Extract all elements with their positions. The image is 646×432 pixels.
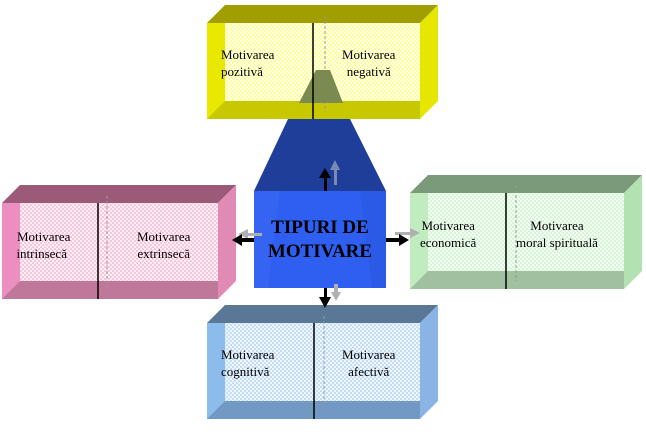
label-line1: Motivarea [421, 218, 475, 233]
box-left-left-inner [2, 203, 20, 299]
label-line1: Motivarea [530, 218, 584, 233]
label-motivarea-moral-spirituala: Motivarea moral spirituală [516, 217, 598, 251]
box-right [410, 175, 642, 289]
arrow-left-shadow-icon [238, 229, 262, 239]
arrow-down-icon [319, 288, 331, 308]
label-line2: extrinsecă [137, 246, 191, 261]
box-bottom-side-face [420, 305, 438, 419]
label-motivarea-intrinseca: Motivarea intrinsecă [13, 228, 70, 262]
label-motivarea-cognitiva: Motivarea cognitivă [221, 346, 274, 380]
arrow-right [386, 228, 420, 246]
arrow-up-shadow-icon [330, 160, 340, 185]
box-bottom [207, 305, 438, 419]
center-title-line1: TIPURI DE [271, 217, 369, 238]
box-top [207, 5, 438, 119]
box-top-shadow [299, 70, 343, 103]
label-line2: cognitivă [221, 364, 270, 379]
arrow-down [319, 284, 341, 308]
label-line1: Motivarea [137, 229, 191, 244]
arrow-right-icon [386, 234, 409, 246]
label-line1: Motivarea [221, 47, 275, 62]
label-line2: intrinsecă [16, 246, 67, 261]
center-shape [254, 119, 386, 288]
box-top-left-inner [207, 23, 225, 119]
arrow-up [319, 160, 340, 191]
box-top-top-face [207, 5, 438, 23]
center-title-line2: MOTIVARE [267, 241, 373, 262]
arrow-right-shadow-icon [395, 228, 420, 238]
center-top-face [254, 119, 386, 191]
arrow-up-icon [319, 168, 331, 191]
box-right-front-face [428, 193, 624, 271]
arrow-left [232, 229, 262, 246]
label-line2: economică [420, 235, 477, 250]
label-motivarea-afectiva: Motivarea afectivă [342, 346, 395, 380]
label-motivarea-economica: Motivarea economică [420, 217, 476, 251]
label-line2: moral spirituală [516, 235, 598, 250]
box-bottom-left-inner [207, 323, 225, 419]
box-bottom-front-face [225, 323, 420, 401]
label-line2: pozitivă [221, 64, 263, 79]
label-line1: Motivarea [17, 229, 71, 244]
center-title: TIPURI DE MOTIVARE [254, 216, 386, 264]
box-left-top-face [2, 185, 236, 203]
box-top-side-face [420, 5, 438, 119]
label-line2: negativă [346, 64, 391, 79]
center-left-shade [254, 191, 280, 288]
label-line1: Motivarea [342, 47, 396, 62]
arrow-down-shadow-icon [331, 284, 341, 301]
center-right-shade [360, 191, 386, 288]
label-line1: Motivarea [342, 347, 396, 362]
label-line2: afectivă [348, 364, 390, 379]
box-bottom-top-face [207, 305, 438, 323]
box-left-front-face [20, 203, 218, 281]
box-left-side-face [218, 185, 236, 299]
box-right-side-face [624, 175, 642, 289]
box-right-top-face [410, 175, 642, 193]
label-motivarea-extrinseca: Motivarea extrinsecă [137, 228, 190, 262]
box-left [2, 185, 236, 299]
label-motivarea-pozitiva: Motivarea pozitivă [221, 46, 274, 80]
box-right-left-inner [410, 193, 428, 289]
label-line1: Motivarea [221, 347, 275, 362]
arrow-left-icon [232, 234, 254, 246]
label-motivarea-negativa: Motivarea negativă [342, 46, 395, 80]
